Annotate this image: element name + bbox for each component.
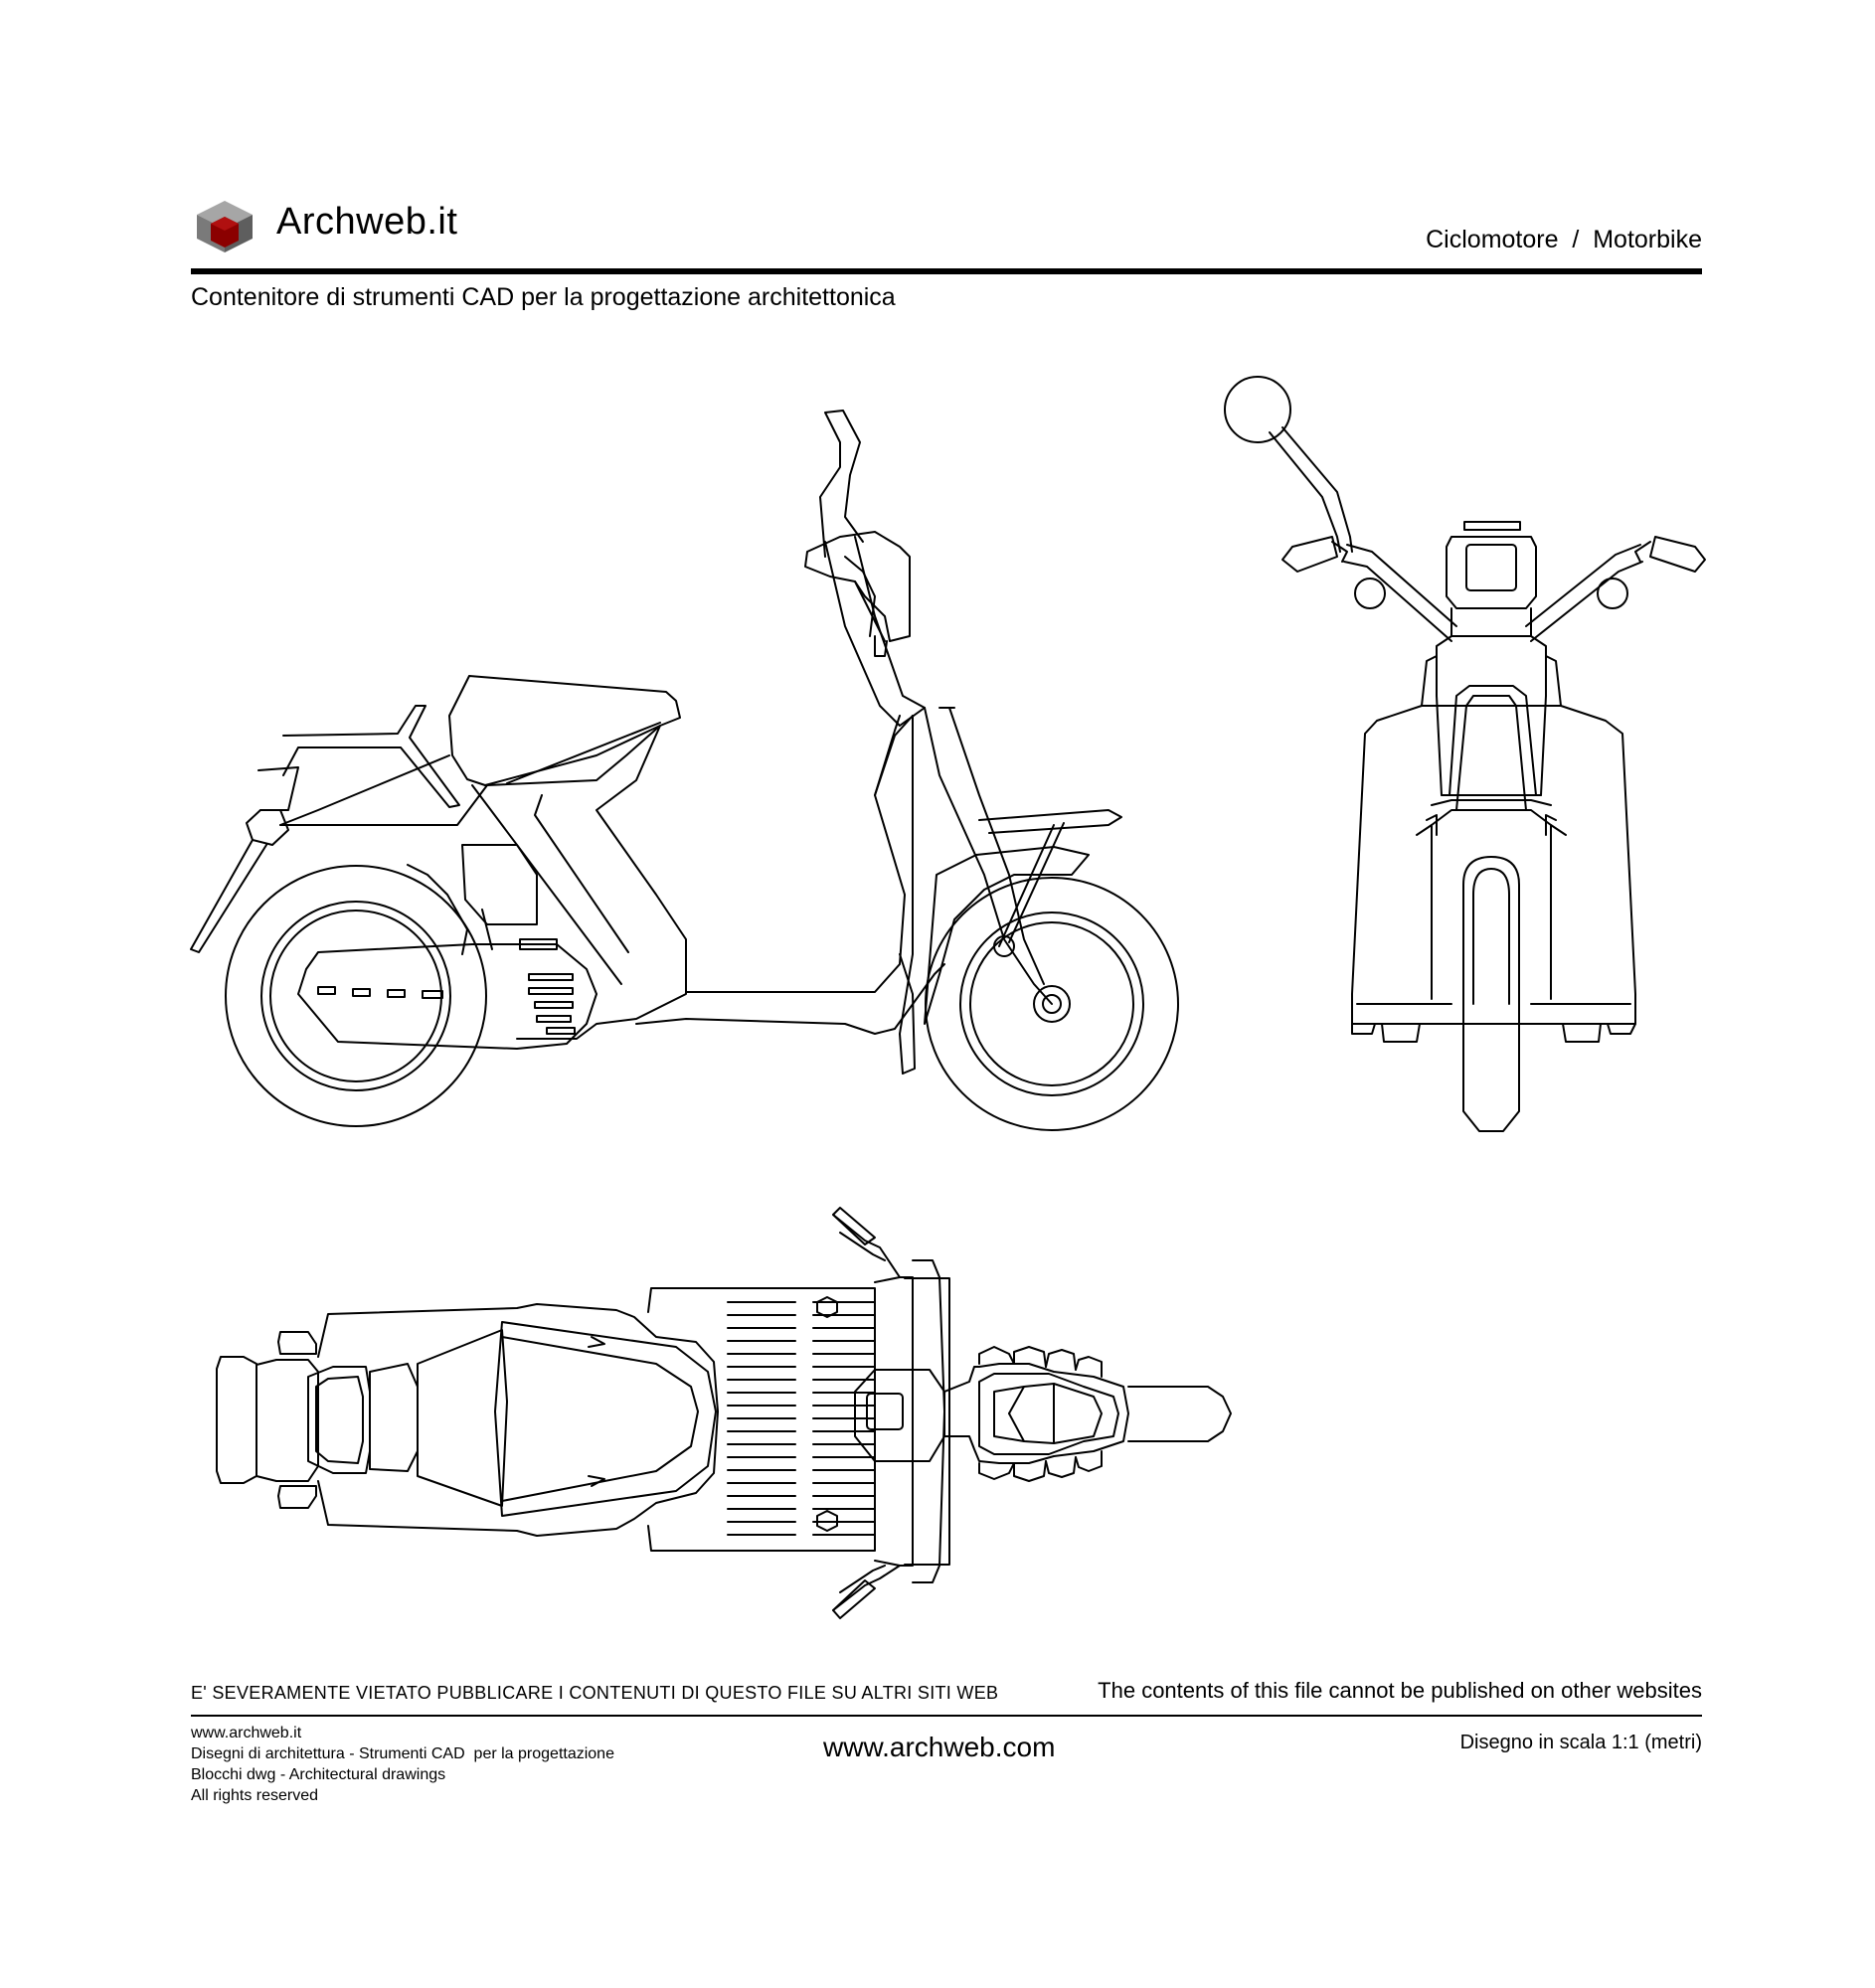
warning-english: The contents of this file cannot be publ… (1098, 1678, 1702, 1703)
front-view (1224, 376, 1706, 1132)
footer-line: Blocchi dwg - Architectural drawings (191, 1766, 446, 1783)
footer-line: All rights reserved (191, 1787, 319, 1804)
website-link[interactable]: www.archweb.com (823, 1732, 1056, 1762)
cube-logo-icon (197, 201, 253, 252)
brand-name: Archweb.it (276, 201, 458, 243)
top-view (216, 1207, 1232, 1619)
drawing-title: Ciclomotore / Motorbike (1426, 226, 1702, 253)
side-view (190, 410, 1179, 1131)
footer-line: www.archweb.it (191, 1725, 302, 1741)
scale-note: Disegno in scala 1:1 (metri) (1459, 1732, 1702, 1753)
header-subtitle: Contenitore di strumenti CAD per la prog… (191, 283, 896, 311)
header-divider (191, 268, 1702, 274)
footer-divider (191, 1715, 1702, 1717)
footer-line: Disegni di architettura - Strumenti CAD … (191, 1745, 614, 1762)
warning-italian: E' SEVERAMENTE VIETATO PUBBLICARE I CONT… (191, 1683, 999, 1703)
footer-credits: www.archweb.it Disegni di architettura -… (191, 1723, 614, 1806)
